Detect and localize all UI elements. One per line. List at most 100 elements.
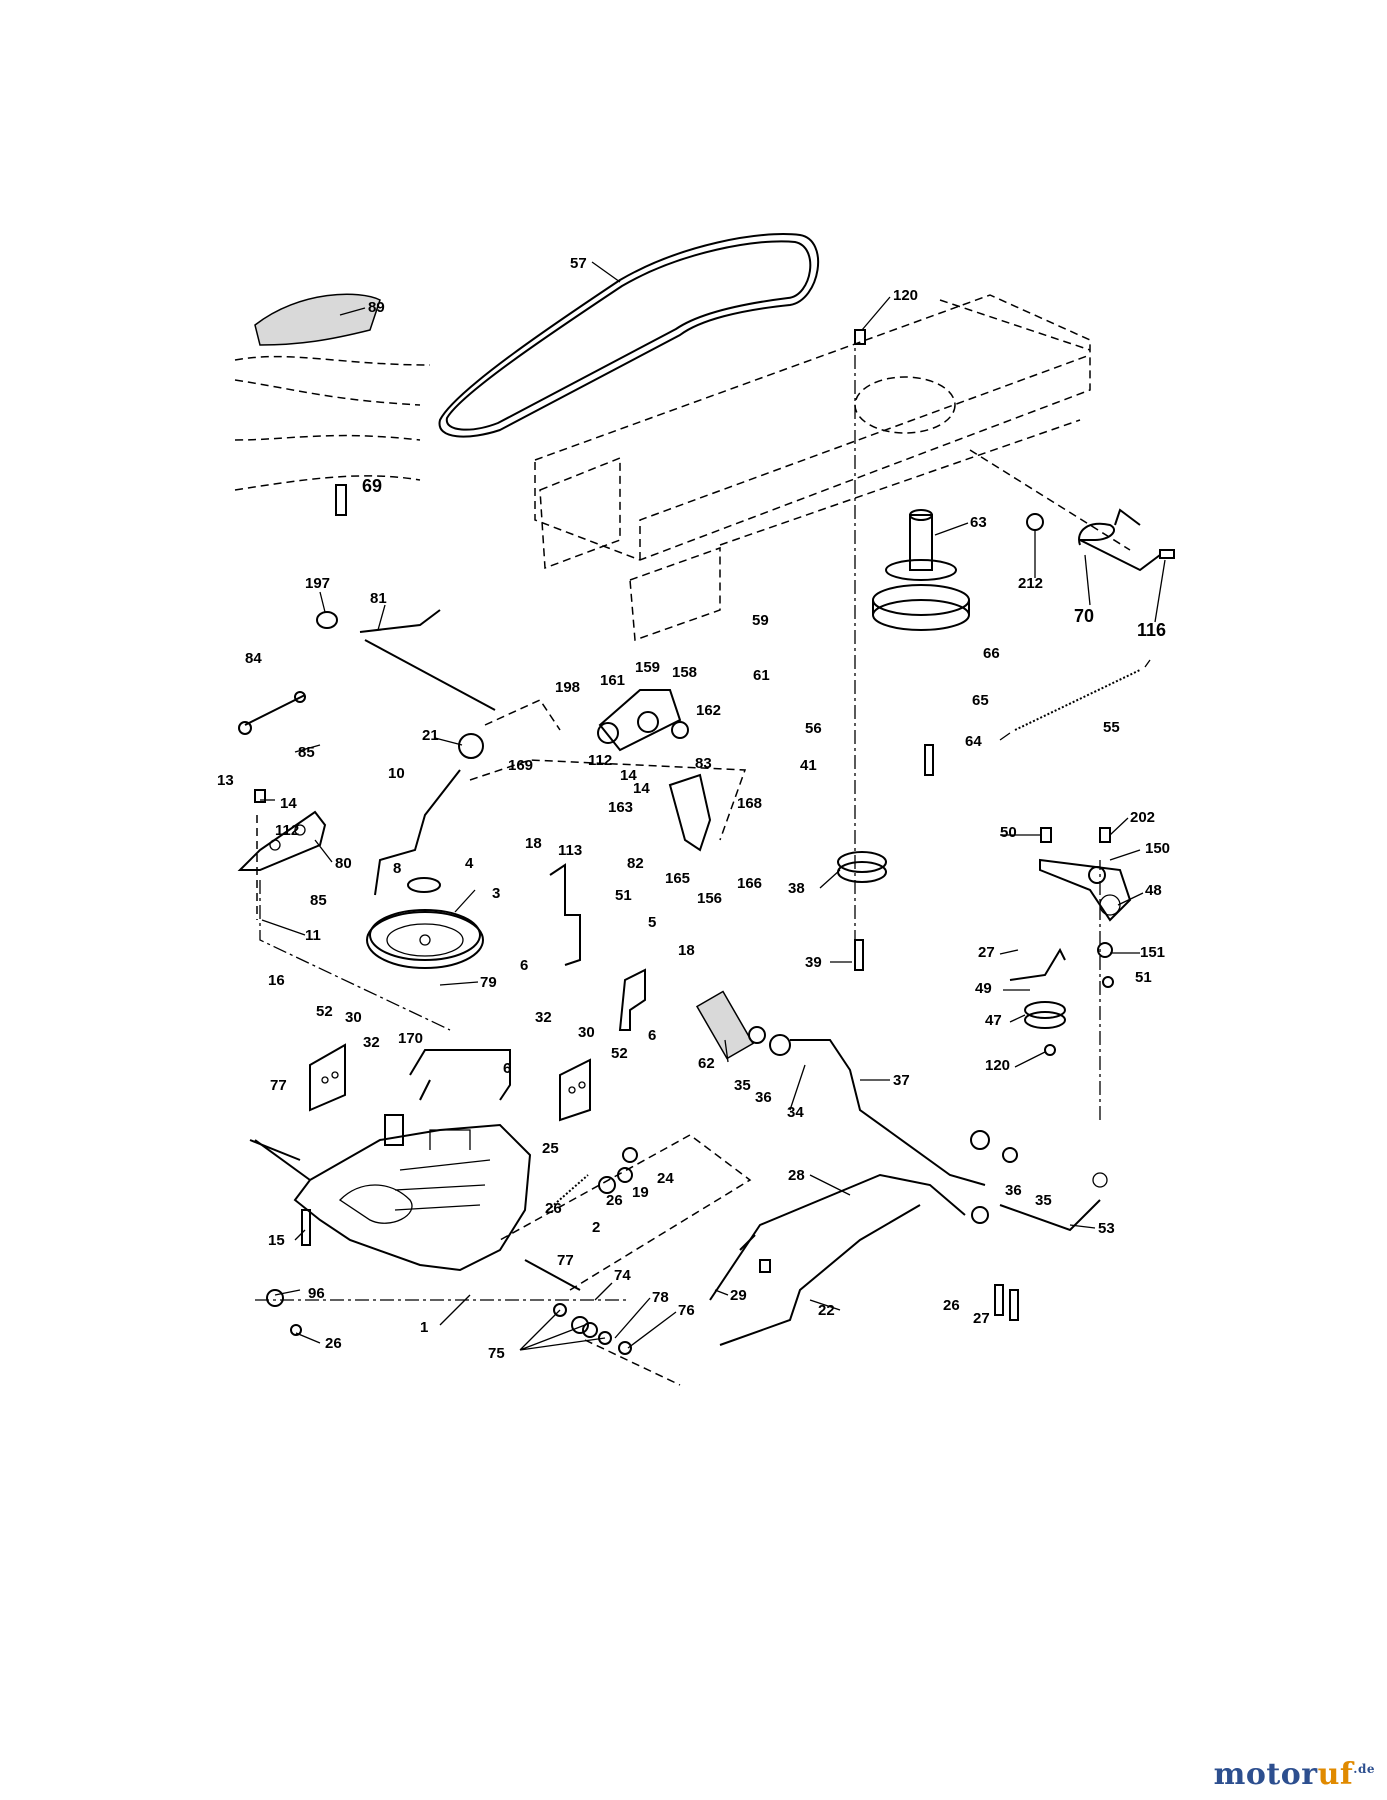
leader-lines xyxy=(260,261,1166,1351)
label-165: 165 xyxy=(665,870,690,887)
label-3: 3 xyxy=(492,885,500,902)
label-26d: 26 xyxy=(325,1335,342,1352)
label-48: 48 xyxy=(1145,882,1162,899)
label-30b: 30 xyxy=(578,1024,595,1041)
label-120b: 120 xyxy=(985,1057,1010,1074)
label-41: 41 xyxy=(800,757,817,774)
label-6b: 6 xyxy=(648,1027,656,1044)
drive-belt-57 xyxy=(438,233,820,438)
label-18a: 18 xyxy=(525,835,542,852)
rod-28 xyxy=(709,1173,966,1301)
label-212: 212 xyxy=(1018,575,1043,592)
part-labels: 57 89 120 69 63 212 70 116 197 81 59 84 … xyxy=(217,255,1170,1362)
label-29: 29 xyxy=(730,1287,747,1304)
label-52a: 52 xyxy=(316,1003,333,1020)
label-35a: 35 xyxy=(734,1077,751,1094)
label-89: 89 xyxy=(368,299,385,316)
label-49: 49 xyxy=(975,980,992,997)
rod-34-37 xyxy=(695,990,1108,1232)
label-112b: 112 xyxy=(275,822,299,839)
label-22: 22 xyxy=(818,1302,835,1319)
label-161: 161 xyxy=(600,672,625,689)
label-78: 78 xyxy=(652,1289,669,1306)
label-18b: 18 xyxy=(678,942,695,959)
label-39: 39 xyxy=(805,954,822,971)
label-14a: 14 xyxy=(620,767,637,784)
label-84: 84 xyxy=(245,650,262,667)
idler-pulley-38 xyxy=(837,851,887,883)
watermark-tld: .de xyxy=(1353,1762,1375,1776)
label-156: 156 xyxy=(697,890,722,907)
label-85b: 85 xyxy=(310,892,327,909)
label-55: 55 xyxy=(1103,719,1120,736)
label-38: 38 xyxy=(788,880,805,897)
label-77b: 77 xyxy=(557,1252,574,1269)
bracket-30-left xyxy=(309,1043,346,1112)
label-79: 79 xyxy=(480,974,497,991)
label-197: 197 xyxy=(305,575,330,592)
hardware xyxy=(254,329,1114,1355)
label-74: 74 xyxy=(614,1267,631,1284)
bracket-170 xyxy=(409,1049,511,1101)
label-27b: 27 xyxy=(973,1310,990,1327)
label-25: 25 xyxy=(542,1140,559,1157)
bracket-49 xyxy=(1009,947,1066,981)
label-11: 11 xyxy=(305,927,321,944)
label-51b: 51 xyxy=(1135,969,1152,986)
bracket-80 xyxy=(237,810,327,920)
transaxle-pulley-3 xyxy=(366,877,484,969)
bracket-165 xyxy=(668,773,712,852)
seat-knob-89 xyxy=(254,293,381,346)
label-4: 4 xyxy=(465,855,474,872)
label-10: 10 xyxy=(388,765,405,782)
transaxle-1 xyxy=(249,1114,581,1291)
label-168: 168 xyxy=(737,795,762,812)
label-150: 150 xyxy=(1145,840,1170,857)
label-159: 159 xyxy=(635,659,660,676)
label-8: 8 xyxy=(393,860,401,877)
label-113: 113 xyxy=(558,842,582,859)
label-35b: 35 xyxy=(1035,1192,1052,1209)
label-158: 158 xyxy=(672,664,697,681)
label-81: 81 xyxy=(370,590,387,607)
label-80: 80 xyxy=(335,855,352,872)
label-47: 47 xyxy=(985,1012,1002,1029)
bracket-assembly-159 xyxy=(597,689,689,752)
label-30a: 30 xyxy=(345,1009,362,1026)
label-151: 151 xyxy=(1140,944,1165,961)
label-57: 57 xyxy=(570,255,587,272)
fender-outline xyxy=(234,293,431,491)
label-5: 5 xyxy=(648,914,656,931)
watermark-part2: uf xyxy=(1317,1757,1354,1792)
label-61: 61 xyxy=(753,667,770,684)
label-59: 59 xyxy=(752,612,769,629)
label-70: 70 xyxy=(1074,606,1094,626)
label-56: 56 xyxy=(805,720,822,737)
label-37: 37 xyxy=(893,1072,910,1089)
label-69: 69 xyxy=(362,476,382,496)
bracket-48 xyxy=(1039,858,1132,922)
label-2: 2 xyxy=(592,1219,600,1236)
label-6c: 6 xyxy=(503,1060,511,1077)
label-202: 202 xyxy=(1130,809,1155,826)
label-15: 15 xyxy=(268,1232,285,1249)
label-65: 65 xyxy=(972,692,989,709)
bracket-30-right xyxy=(559,1058,591,1122)
bracket-5 xyxy=(618,968,646,1031)
label-28: 28 xyxy=(788,1167,805,1184)
label-63: 63 xyxy=(970,514,987,531)
label-26b: 26 xyxy=(545,1200,562,1217)
label-170: 170 xyxy=(398,1030,423,1047)
pulley-63 xyxy=(872,509,970,631)
label-52b: 52 xyxy=(611,1045,628,1062)
label-169: 169 xyxy=(508,757,533,774)
bracket-70 xyxy=(1026,508,1175,572)
label-14c: 14 xyxy=(633,780,650,797)
label-27a: 27 xyxy=(978,944,995,961)
spring-25 xyxy=(547,1174,589,1211)
label-166: 166 xyxy=(737,875,762,892)
label-51a: 51 xyxy=(615,887,632,904)
guide-lines xyxy=(255,699,1101,1386)
label-64: 64 xyxy=(965,733,982,750)
label-198: 198 xyxy=(555,679,580,696)
